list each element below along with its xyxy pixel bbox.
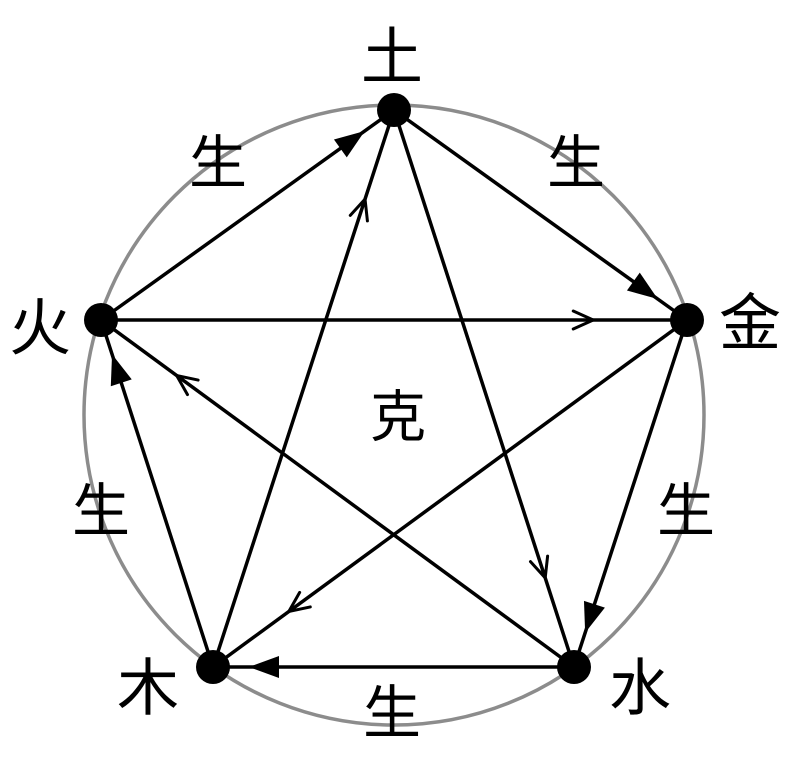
generating-arrowhead-water-wood	[249, 656, 279, 678]
generating-label-earth-metal: 生	[547, 129, 605, 197]
controlling-edge-wood-earth	[211, 109, 396, 668]
controlling-center-label: 克	[370, 386, 426, 451]
node-earth	[377, 93, 411, 127]
controlling-arrowhead-wood-earth	[348, 195, 369, 223]
generating-arrowhead-metal-water	[583, 600, 605, 633]
node-wood	[196, 650, 230, 684]
element-label-earth: 土	[361, 21, 423, 94]
element-label-fire: 火	[9, 292, 71, 365]
controlling-arrowhead-metal-wood	[285, 590, 312, 614]
generating-label-wood-fire: 生	[72, 477, 130, 545]
controlling-edge-earth-water	[392, 109, 576, 668]
element-label-water: 水	[609, 652, 671, 725]
generating-label-fire-earth: 生	[189, 129, 247, 197]
generating-cycle-edges	[99, 108, 689, 678]
controlling-edge-metal-wood	[211, 318, 689, 669]
generating-label-metal-water: 生	[657, 477, 715, 545]
node-fire	[84, 303, 118, 337]
element-labels: 土 金 水 木 火	[9, 21, 781, 725]
controlling-arrowhead-water-fire	[173, 373, 200, 397]
generating-arrowhead-fire-earth	[333, 130, 365, 158]
controlling-arrowhead-earth-water	[528, 554, 550, 582]
node-water	[557, 650, 591, 684]
generating-label-water-wood: 生	[363, 679, 421, 747]
generating-arrowhead-earth-metal	[626, 272, 658, 300]
generating-arrowhead-wood-fire	[110, 354, 132, 387]
generating-cycle-labels: 生 生 生 生 生	[72, 129, 715, 747]
controlling-cycle-edges	[99, 109, 689, 669]
element-label-metal: 金	[719, 287, 781, 360]
controlling-arrowhead-fire-metal	[571, 309, 597, 331]
node-metal	[670, 303, 704, 337]
controlling-edge-water-fire	[99, 318, 576, 669]
element-nodes	[84, 93, 704, 684]
element-label-wood: 木	[117, 652, 179, 725]
